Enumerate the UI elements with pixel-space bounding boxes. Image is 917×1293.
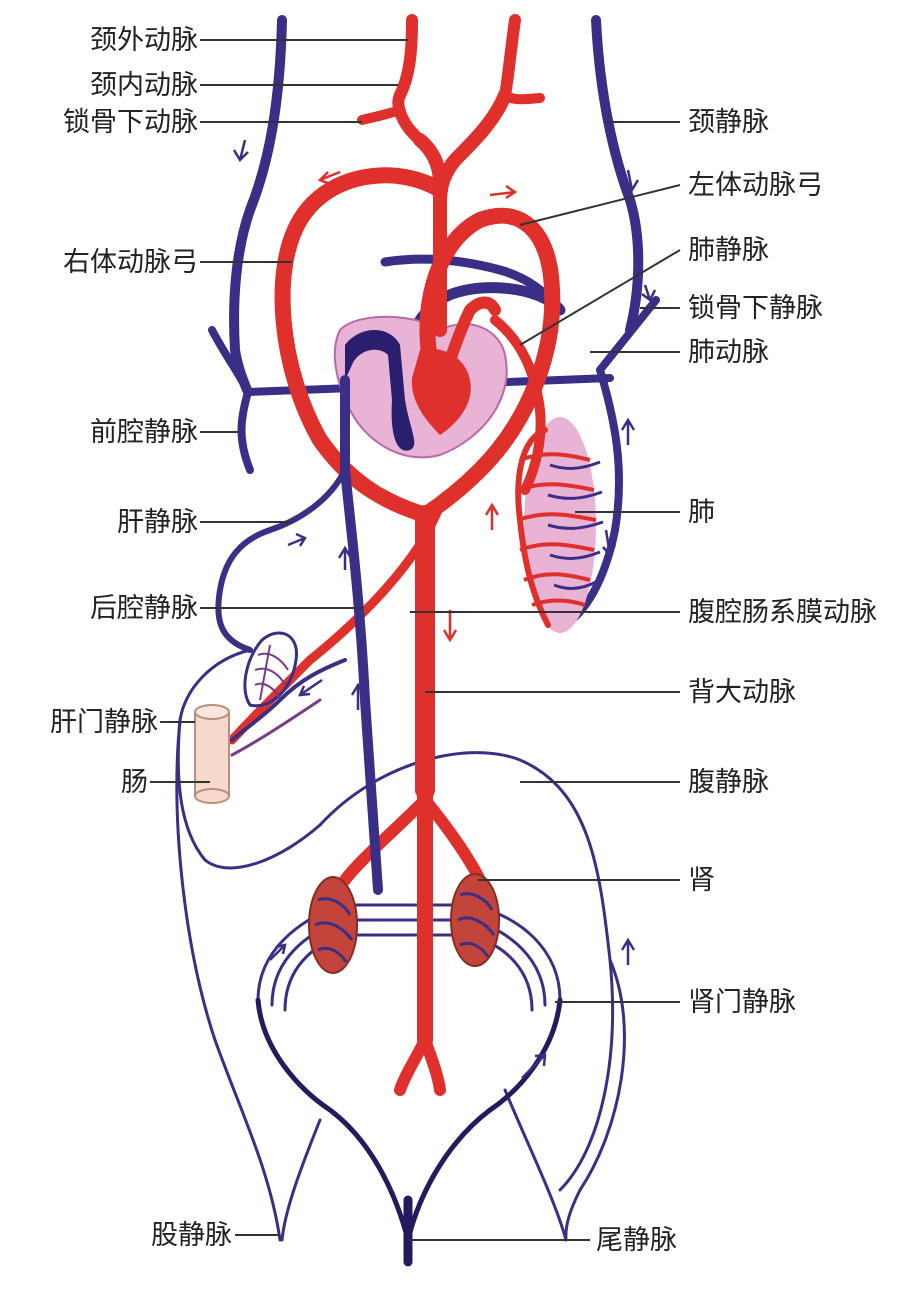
label-anterior-vena-cava: 前腔静脉 bbox=[90, 417, 198, 448]
intestine-top bbox=[195, 705, 229, 719]
label-intestine: 肠 bbox=[121, 767, 148, 798]
right-carotid-upper bbox=[505, 20, 515, 95]
arrow-icon bbox=[486, 505, 498, 530]
label-posterior-vena-cava: 后腔静脉 bbox=[90, 593, 198, 624]
label-femoral-vein: 股静脉 bbox=[151, 1220, 232, 1251]
arrow-icon bbox=[622, 420, 634, 445]
label-lung: 肺 bbox=[688, 497, 715, 528]
arrow-icon bbox=[522, 1055, 545, 1078]
label-left-systemic-arch: 左体动脉弓 bbox=[688, 170, 823, 201]
label-abdominal-vein: 腹静脉 bbox=[688, 767, 769, 798]
label-coeliacomesenteric-artery: 腹腔肠系膜动脉 bbox=[688, 597, 877, 628]
renal-artery-left bbox=[345, 800, 425, 880]
femoral-vein-left-inner bbox=[282, 1120, 320, 1240]
arrow-icon bbox=[622, 940, 634, 965]
label-caudal-vein: 尾静脉 bbox=[596, 1225, 677, 1256]
label-jugular-vein: 颈静脉 bbox=[688, 107, 769, 138]
hepatic-vein bbox=[218, 470, 345, 650]
anterior-vena-cava-left bbox=[242, 392, 251, 470]
arrow-icon bbox=[288, 534, 305, 546]
caudal-artery-right bbox=[425, 1040, 440, 1090]
arrow-icon bbox=[444, 610, 456, 640]
intestine-body bbox=[195, 712, 229, 796]
label-subclavian-vein: 锁骨下静脉 bbox=[688, 293, 823, 324]
leader-line bbox=[520, 185, 680, 225]
kidney-icon bbox=[451, 874, 499, 966]
intestine-bottom bbox=[195, 789, 229, 803]
label-external-carotid: 颈外动脉 bbox=[90, 25, 198, 56]
label-hepatic-portal-vein: 肝门静脉 bbox=[50, 707, 158, 738]
label-kidney: 肾 bbox=[688, 865, 715, 896]
subclavian-artery-left bbox=[362, 110, 400, 120]
arrow-icon bbox=[490, 186, 515, 198]
labels: 颈外动脉 颈内动脉 锁骨下动脉 颈静脉 左体动脉弓 右体动脉弓 肺静脉 锁骨下静… bbox=[50, 25, 877, 1256]
right-carotid-lower bbox=[440, 95, 505, 200]
external-carotid-artery bbox=[400, 20, 412, 95]
internal-carotid-artery bbox=[398, 95, 420, 140]
posterior-vena-cava bbox=[345, 380, 378, 890]
femoral-vein-right-inner bbox=[505, 1090, 566, 1240]
label-dorsal-aorta: 背大动脉 bbox=[688, 677, 796, 708]
label-internal-carotid: 颈内动脉 bbox=[90, 70, 198, 101]
kidney-icon bbox=[309, 877, 357, 973]
subclavian-vein-right bbox=[600, 300, 656, 370]
label-renal-portal-vein: 肾门静脉 bbox=[688, 987, 796, 1018]
renal-portal-join-left bbox=[258, 1000, 408, 1240]
renal-artery-right bbox=[425, 800, 480, 880]
label-pulmonary-vein: 肺静脉 bbox=[688, 235, 769, 266]
label-pulmonary-artery: 肺动脉 bbox=[688, 337, 769, 368]
label-subclavian-artery: 锁骨下动脉 bbox=[63, 107, 198, 138]
caudal-artery-left bbox=[400, 1040, 425, 1090]
abdominal-vein-loop bbox=[320, 753, 613, 1190]
arrow-icon bbox=[234, 140, 248, 160]
jugular-vein-right bbox=[596, 20, 638, 330]
label-hepatic-vein: 肝静脉 bbox=[117, 507, 198, 538]
intestine-icon bbox=[195, 705, 229, 803]
label-right-systemic-arch: 右体动脉弓 bbox=[63, 247, 198, 278]
